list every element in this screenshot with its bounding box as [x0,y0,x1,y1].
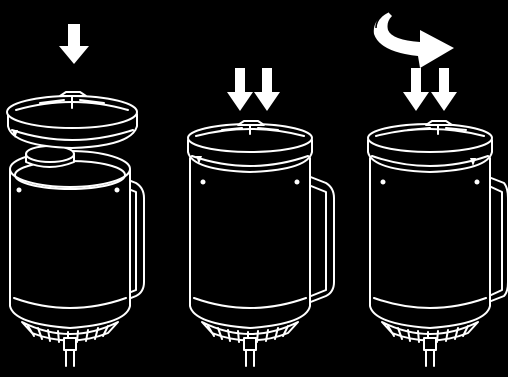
container-body [10,151,144,366]
down-arrow-icon [59,24,89,64]
rotate-clockwise-icon [374,12,454,68]
lid-lifted [7,92,137,148]
container-body [370,158,508,366]
lid-locked [368,121,492,172]
double-down-arrow-icon [227,68,280,111]
inner-puck [26,146,74,167]
step-3-panel [368,12,508,366]
lid-seated [188,121,312,172]
container-body [190,158,334,366]
step-2-panel [188,68,334,366]
step-1-panel [7,24,144,366]
double-down-arrow-icon [403,68,457,111]
